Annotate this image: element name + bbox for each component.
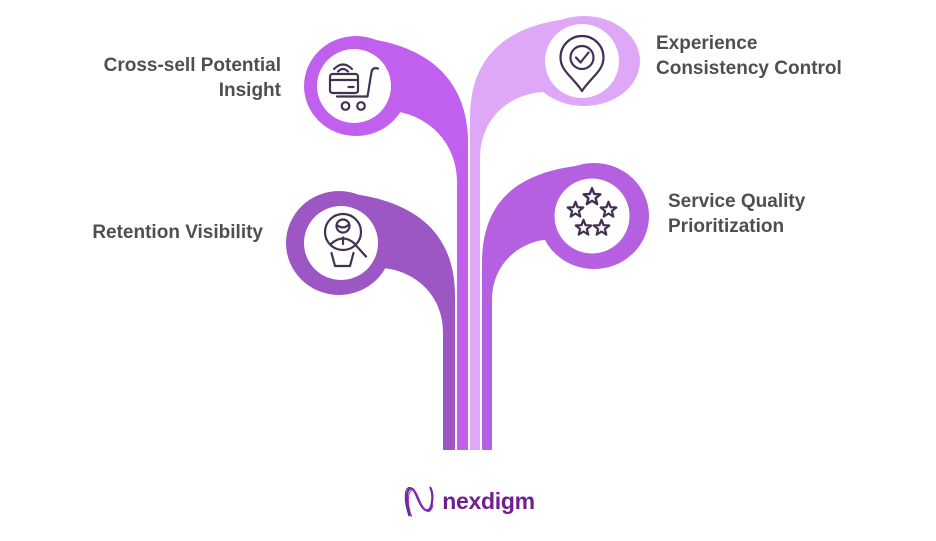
branch-experience	[470, 16, 640, 450]
label-cross-sell: Cross-sell Potential Insight	[104, 53, 281, 103]
branch-service	[482, 163, 649, 450]
label-retention: Retention Visibility	[92, 220, 263, 245]
branch-disc-cross-sell	[317, 49, 391, 123]
branch-disc-service	[554, 178, 630, 254]
branch-stem-retention	[328, 192, 455, 450]
nexdigm-wave-mark-icon	[405, 486, 434, 517]
branch-stem-service	[482, 164, 604, 450]
label-experience: Experience Consistency Control	[656, 31, 842, 81]
branch-retention	[286, 191, 455, 450]
label-line: Experience	[656, 33, 758, 54]
label-line: Consistency Control	[656, 58, 842, 79]
label-line: Retention Visibility	[92, 222, 263, 243]
nexdigm-wordmark: nexdigm	[442, 487, 535, 514]
branch-disc-retention	[304, 206, 378, 280]
label-service: Service Quality Prioritization	[668, 189, 805, 239]
location-pin-check-icon	[559, 34, 605, 93]
label-line: Service Quality	[668, 191, 806, 212]
nexdigm-logo: nexdigm	[0, 479, 936, 523]
contactless-card-cart-icon	[328, 63, 380, 111]
person-magnifier-icon	[323, 212, 368, 268]
label-line: Insight	[218, 80, 281, 101]
label-line: Cross-sell Potential	[103, 55, 281, 76]
label-line: Prioritization	[668, 216, 785, 237]
branch-cross-sell	[304, 36, 468, 450]
